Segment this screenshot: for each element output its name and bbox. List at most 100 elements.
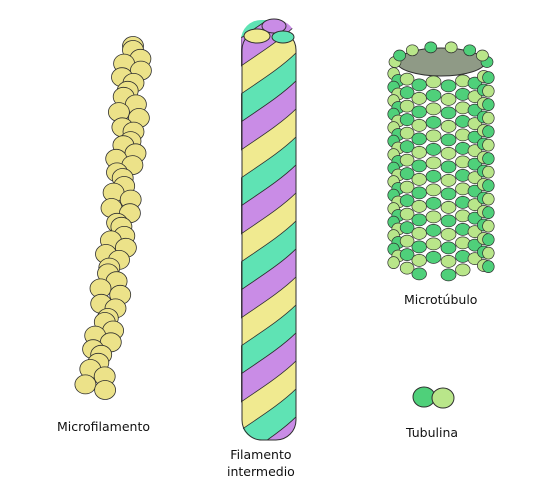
tubulin-bead (455, 196, 471, 209)
tubulin-bead (399, 261, 415, 275)
strand-top-green (271, 30, 295, 44)
tubulin-bead (482, 111, 495, 125)
tubulin-bead (482, 152, 495, 165)
tubulin-bead (440, 268, 457, 282)
tubulin-bead (411, 78, 427, 92)
tubulin-bead (399, 180, 415, 194)
tubulin-bead (405, 44, 419, 57)
label-filamento-intermedio: Filamento intermedio (227, 446, 295, 480)
tubulin-bead (482, 206, 495, 219)
tubulin-bead (399, 248, 415, 261)
tubulin-bead (399, 234, 415, 248)
tubulin-bead (455, 128, 471, 142)
tubulin-bead (425, 224, 442, 237)
tubulin-bead (425, 116, 442, 129)
tubulin-bead (425, 237, 442, 251)
tubulin-bead (482, 165, 495, 179)
tubulin-bead (455, 115, 471, 128)
tubulin-bead (411, 186, 427, 200)
tubulin-bead (440, 228, 457, 241)
filament-strand-band (241, 415, 296, 440)
tubulin-bead (399, 126, 415, 140)
tubulin-bead (411, 254, 427, 267)
tubulin-bead (425, 170, 442, 183)
tubulin-bead (463, 44, 477, 57)
tubulin-bead (411, 146, 427, 159)
tubulin-bead (411, 240, 427, 254)
actin-bead (74, 374, 97, 395)
tubulin-bead (399, 207, 415, 221)
tubulin-bead (411, 92, 427, 105)
strand-top-yellow (243, 28, 271, 44)
tubulin-bead (482, 260, 495, 273)
tubulin-bead (440, 93, 457, 106)
tubulin-bead (440, 160, 457, 174)
tubulin-bead (440, 187, 457, 201)
tubulin-bead (482, 219, 495, 233)
tubulin-bead (455, 142, 471, 155)
tubulin-bead (425, 156, 442, 170)
tubulin-bead (444, 41, 458, 54)
label-microfilamento: Microfilamento (57, 419, 150, 434)
tubulin-bead (425, 129, 442, 143)
tubulin-bead (440, 120, 457, 133)
tubulin-bead (424, 41, 438, 54)
tubulin-bead (455, 101, 471, 115)
tubulin-bead (455, 209, 471, 223)
tubulin-bead (425, 75, 442, 89)
tubulin-bead (455, 223, 471, 236)
tubulin-bead (440, 106, 457, 120)
filament-strand-band (241, 387, 296, 440)
tubulin-bead (399, 153, 415, 167)
tubulin-bead (476, 49, 489, 62)
tubulin-bead (399, 221, 415, 234)
tubulin-beta-subunit (431, 387, 455, 409)
tubulin-bead (425, 183, 442, 197)
tubulin-bead (455, 182, 471, 196)
actin-bead (94, 380, 116, 400)
tubulin-bead (455, 155, 471, 169)
tubulin-bead (455, 236, 471, 250)
tubulin-bead (455, 88, 471, 101)
tubulin-bead (440, 255, 457, 268)
tubulin-bead (399, 140, 415, 153)
tubulin-bead (399, 167, 415, 180)
label-filamento-line1: Filamento (230, 447, 292, 462)
filament-strand-band (241, 163, 296, 235)
tubulin-bead (411, 105, 427, 119)
tubulin-bead (399, 194, 415, 207)
tubulin-bead (399, 86, 415, 99)
tubulin-bead (440, 214, 457, 228)
tubulin-bead (482, 246, 495, 260)
tubulin-bead (455, 250, 471, 263)
tubulin-bead (411, 267, 427, 281)
tubulin-bead (440, 133, 457, 147)
tubulin-bead (482, 84, 495, 98)
tubulin-dimer-illustration (412, 386, 455, 409)
tubulin-bead (482, 138, 495, 152)
label-tubulina: Tubulina (406, 425, 459, 440)
tubulin-bead (440, 201, 457, 214)
microtubule-illustration (387, 41, 495, 282)
tubulin-bead (425, 102, 442, 116)
tubulin-bead (399, 113, 415, 126)
tubulin-bead (425, 210, 442, 224)
tubulin-bead (482, 192, 495, 206)
tubulin-bead (411, 173, 427, 186)
tubulin-bead (411, 227, 427, 240)
tubulin-bead (482, 98, 495, 111)
tubulin-bead (411, 159, 427, 173)
label-filamento-line2: intermedio (227, 464, 295, 479)
tubulin-bead (440, 174, 457, 187)
tubulin-bead (482, 179, 495, 192)
tubulin-bead (455, 169, 471, 182)
tubulin-bead (387, 256, 400, 269)
label-microtubulo: Microtúbulo (404, 292, 478, 307)
tubulin-bead (411, 200, 427, 213)
tubulin-bead (440, 79, 457, 93)
microfilament-illustration (74, 36, 152, 400)
tubulin-bead (440, 241, 457, 255)
tubulin-bead (411, 132, 427, 146)
tubulin-bead (411, 119, 427, 132)
